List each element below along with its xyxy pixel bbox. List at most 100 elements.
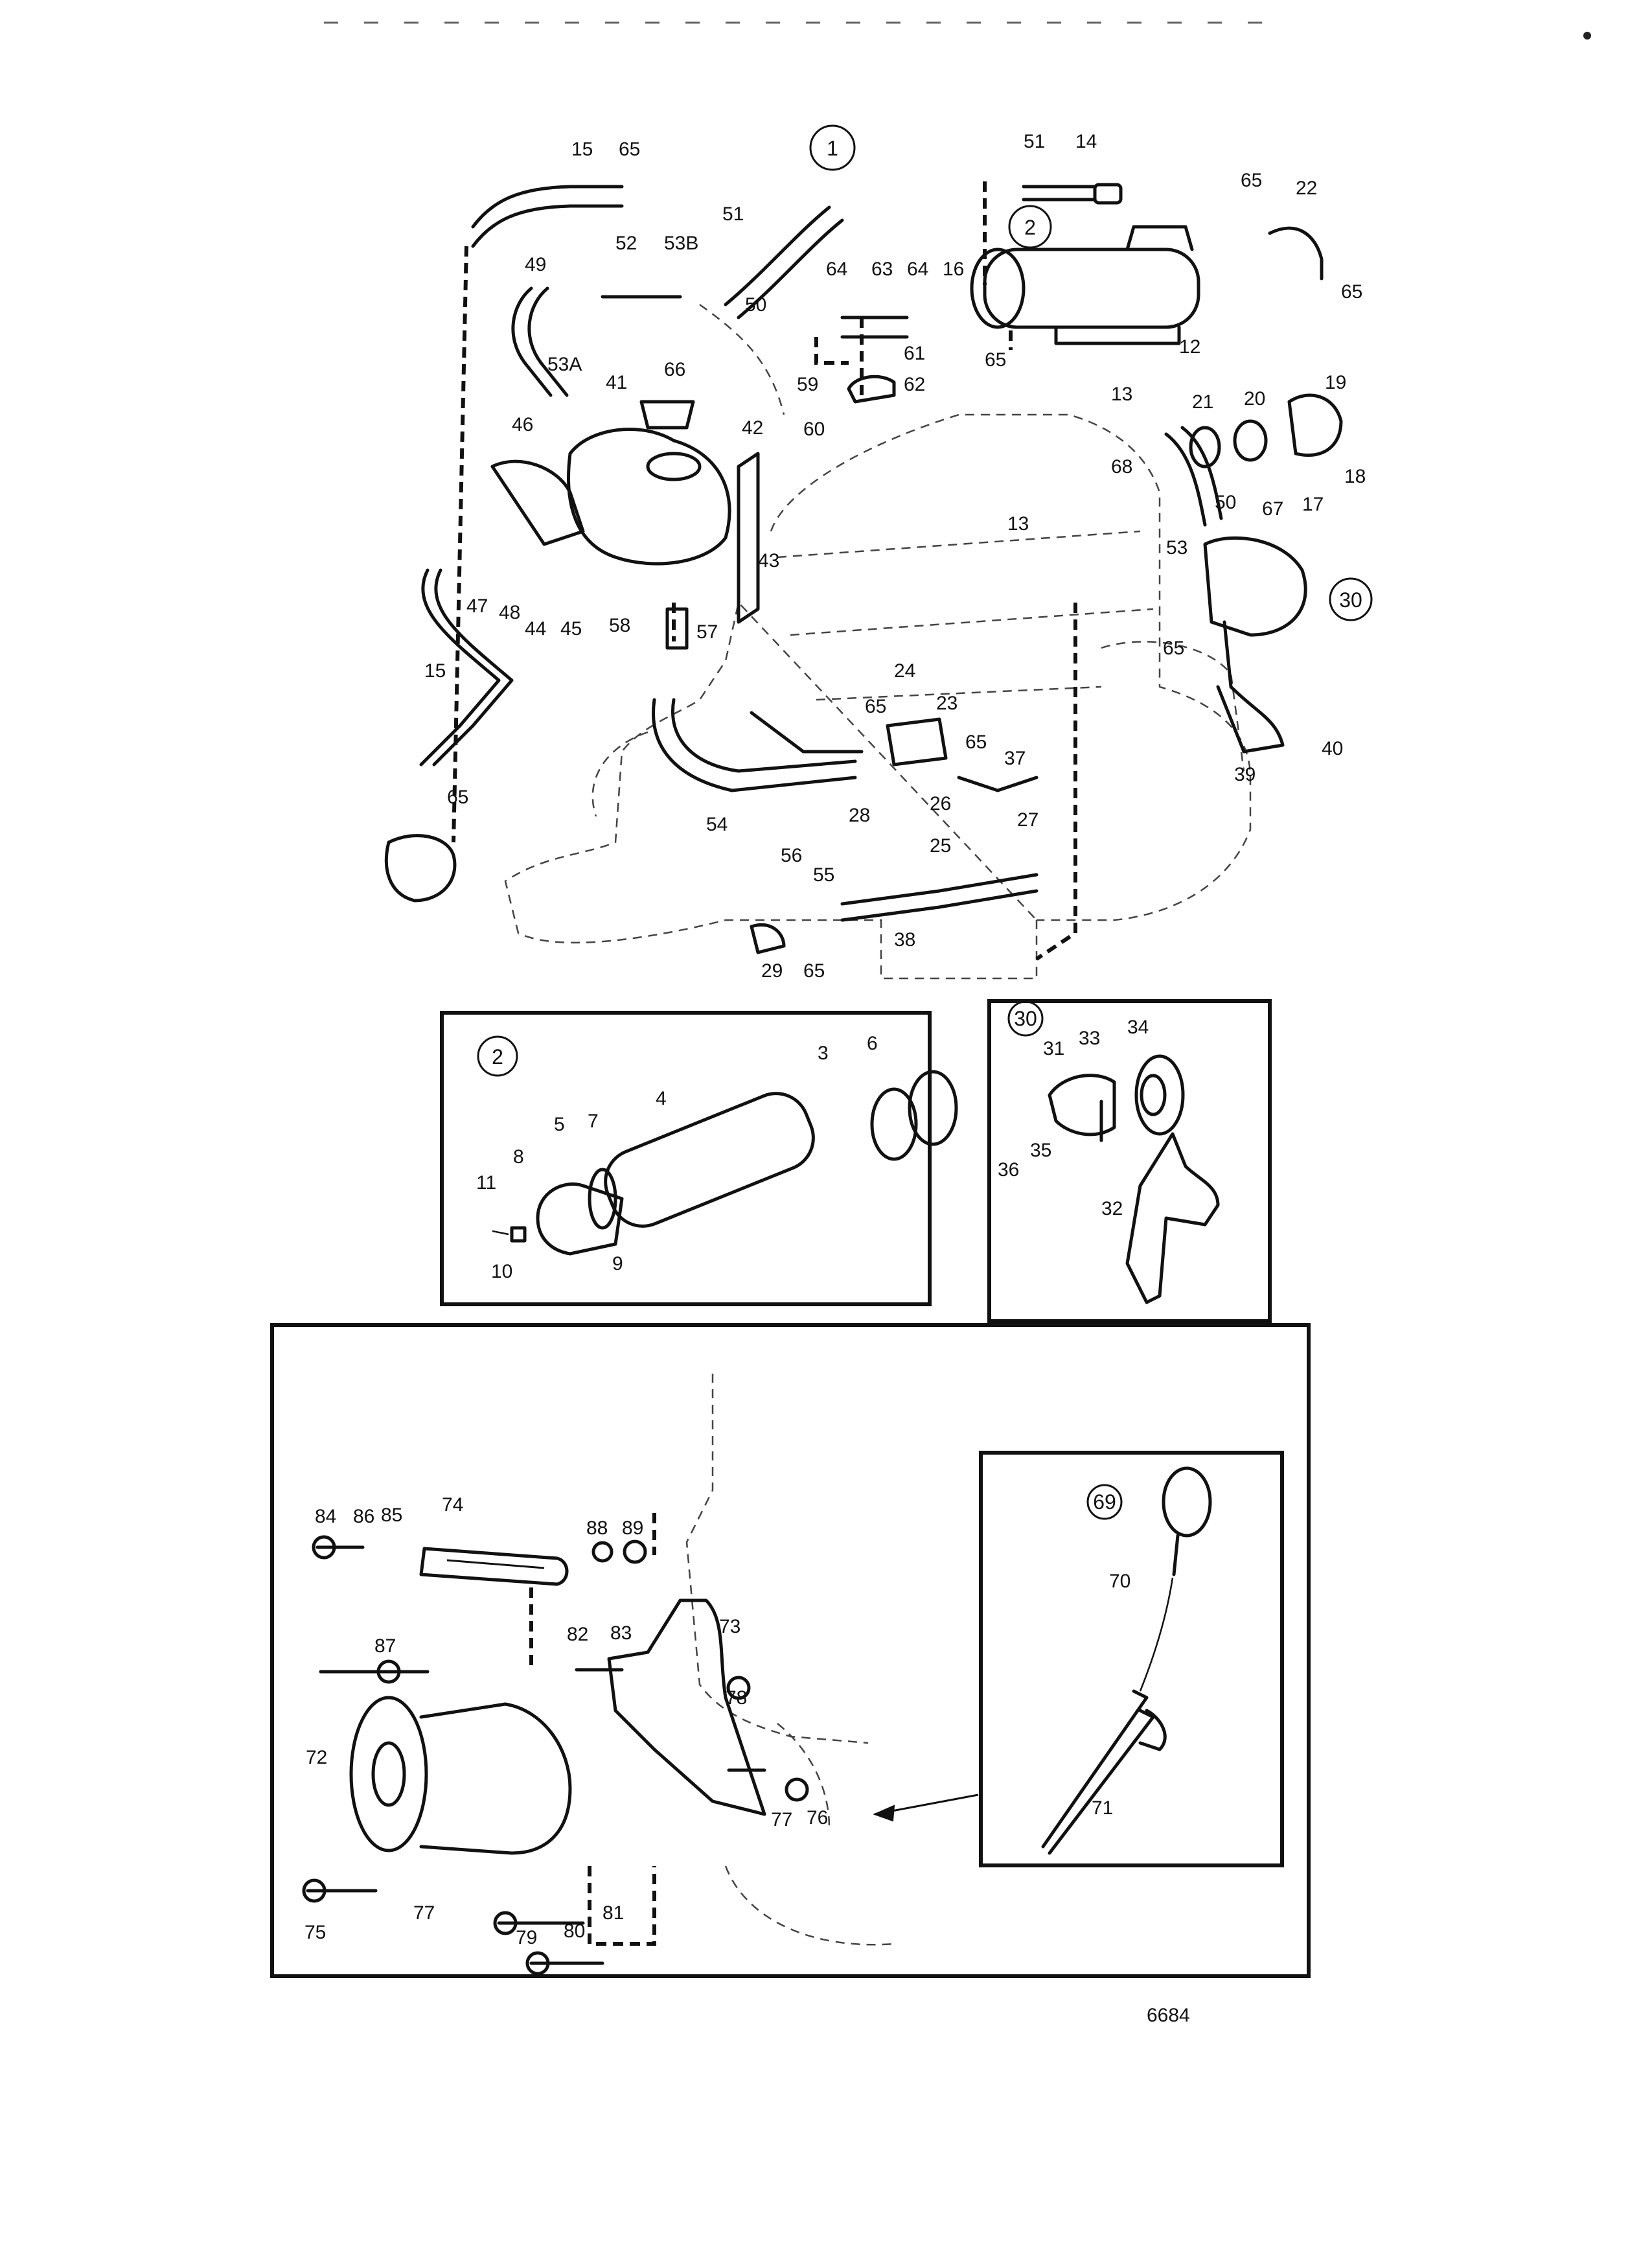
svg-text:46: 46 [512, 414, 533, 435]
svg-text:12: 12 [1179, 336, 1200, 358]
svg-text:18: 18 [1344, 466, 1366, 487]
svg-text:65: 65 [447, 787, 468, 808]
svg-text:74: 74 [442, 1494, 463, 1516]
svg-text:68: 68 [1111, 456, 1132, 478]
inset-heat-exchanger: 2 3 6 4 5 7 8 11 10 9 [440, 1011, 958, 1306]
svg-text:63: 63 [871, 259, 893, 280]
svg-text:88: 88 [586, 1517, 608, 1539]
svg-text:59: 59 [797, 374, 818, 395]
svg-text:20: 20 [1244, 388, 1265, 409]
svg-text:14: 14 [1075, 131, 1097, 152]
svg-text:65: 65 [1241, 170, 1262, 191]
svg-text:19: 19 [1325, 372, 1346, 393]
svg-text:17: 17 [1302, 494, 1324, 515]
svg-text:33: 33 [1079, 1028, 1100, 1049]
svg-text:49: 49 [525, 254, 546, 275]
svg-text:78: 78 [726, 1687, 747, 1709]
svg-text:83: 83 [610, 1622, 632, 1644]
svg-text:16: 16 [943, 259, 964, 280]
svg-text:67: 67 [1262, 498, 1283, 520]
svg-text:86: 86 [353, 1506, 374, 1527]
callout-1: 1 [809, 124, 856, 171]
svg-text:30: 30 [1014, 1007, 1037, 1030]
svg-text:1: 1 [827, 137, 838, 160]
svg-text:43: 43 [758, 550, 779, 571]
svg-text:6: 6 [867, 1033, 878, 1054]
svg-text:21: 21 [1192, 391, 1213, 413]
svg-text:53: 53 [1166, 537, 1187, 559]
svg-text:73: 73 [719, 1616, 740, 1637]
svg-text:57: 57 [696, 621, 718, 643]
svg-text:54: 54 [706, 814, 728, 835]
svg-text:85: 85 [381, 1505, 402, 1526]
svg-text:70: 70 [1109, 1571, 1130, 1592]
svg-text:65: 65 [965, 732, 987, 753]
svg-text:75: 75 [304, 1922, 326, 1943]
svg-text:82: 82 [567, 1624, 588, 1645]
svg-text:10: 10 [491, 1261, 512, 1282]
scan-artifacts [324, 21, 1591, 40]
svg-text:41: 41 [606, 372, 627, 393]
inset-sea-water-pump: 30 31 33 34 35 36 32 [987, 999, 1272, 1323]
drawing-number: 6684 [1147, 2005, 1190, 2026]
svg-text:13: 13 [1111, 384, 1132, 405]
svg-text:48: 48 [499, 602, 520, 623]
lower-alternator-assembly: 84 86 85 74 88 89 73 82 83 87 78 72 77 7… [270, 1323, 1311, 1978]
svg-text:32: 32 [1101, 1198, 1123, 1219]
svg-text:56: 56 [781, 845, 802, 866]
svg-text:66: 66 [664, 359, 685, 380]
svg-text:40: 40 [1322, 738, 1343, 759]
svg-text:53A: 53A [547, 354, 582, 375]
svg-text:89: 89 [622, 1517, 643, 1539]
svg-text:30: 30 [1339, 588, 1362, 612]
svg-text:65: 65 [619, 139, 640, 160]
svg-text:2: 2 [492, 1045, 503, 1068]
svg-text:31: 31 [1043, 1038, 1064, 1059]
svg-text:87: 87 [374, 1635, 396, 1657]
svg-text:8: 8 [513, 1146, 524, 1168]
svg-text:5: 5 [554, 1114, 565, 1135]
svg-text:7: 7 [588, 1111, 599, 1132]
svg-text:15: 15 [424, 660, 446, 682]
svg-text:23: 23 [936, 693, 958, 714]
svg-text:34: 34 [1127, 1017, 1149, 1038]
svg-text:53B: 53B [664, 233, 698, 254]
svg-text:72: 72 [306, 1747, 327, 1768]
svg-text:50: 50 [1215, 492, 1236, 513]
svg-text:2: 2 [1024, 216, 1036, 239]
svg-text:81: 81 [602, 1902, 624, 1924]
svg-text:47: 47 [466, 595, 488, 617]
callout-30: 30 [1329, 577, 1373, 621]
svg-text:44: 44 [525, 618, 546, 640]
main-engine-assembly [384, 181, 1343, 980]
svg-text:50: 50 [745, 294, 766, 316]
svg-text:76: 76 [807, 1807, 828, 1828]
svg-text:62: 62 [904, 374, 925, 395]
svg-text:55: 55 [813, 864, 834, 886]
svg-text:69: 69 [1093, 1490, 1116, 1514]
svg-text:24: 24 [894, 660, 915, 682]
svg-text:64: 64 [826, 259, 847, 280]
svg-text:26: 26 [930, 793, 951, 814]
svg-text:11: 11 [476, 1172, 496, 1194]
svg-text:39: 39 [1234, 764, 1256, 785]
svg-text:77: 77 [413, 1902, 435, 1924]
svg-text:9: 9 [612, 1253, 623, 1274]
inset-dipstick: 69 70 71 [979, 1451, 1284, 1867]
svg-text:42: 42 [742, 417, 763, 439]
svg-text:61: 61 [904, 343, 925, 364]
svg-text:45: 45 [560, 618, 582, 640]
svg-text:65: 65 [985, 349, 1006, 371]
svg-text:71: 71 [1092, 1797, 1113, 1819]
svg-text:80: 80 [564, 1920, 585, 1942]
svg-text:58: 58 [609, 615, 630, 636]
svg-text:84: 84 [315, 1506, 336, 1527]
svg-text:25: 25 [930, 835, 951, 857]
callout-2: 2 [1008, 205, 1052, 249]
svg-text:60: 60 [803, 419, 825, 440]
svg-text:65: 65 [865, 696, 886, 717]
svg-text:51: 51 [1024, 131, 1045, 152]
svg-text:3: 3 [818, 1043, 829, 1064]
svg-text:79: 79 [516, 1927, 537, 1948]
